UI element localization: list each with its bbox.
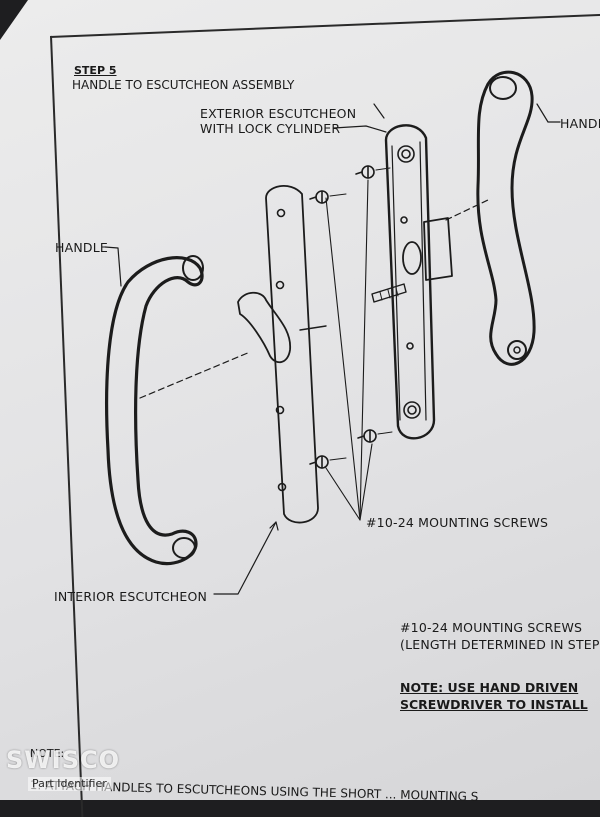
label-exterior-escutcheon: EXTERIOR ESCUTCHEON [200,106,357,121]
swisco-logo: SWISCO [6,746,120,774]
leader-handle-left [104,246,122,287]
screw-top-left-icon [309,190,329,204]
spec-line-2: (LENGTH DETERMINED IN STEP [400,637,600,652]
bottom-note-label: NOTE: [30,747,65,760]
interior-escutcheon [237,185,327,524]
note-line-1: NOTE: USE HAND DRIVEN [400,680,579,695]
label-with-lock-cylinder: WITH LOCK CYLINDER [200,121,341,136]
screw-bottom-right-icon [357,429,377,443]
label-handle-left: HANDLE [55,240,108,255]
note-line-2: SCREWDRIVER TO INSTALL [400,697,588,712]
screw-top-right-icon [355,165,375,179]
axis-line-right [445,199,489,221]
step-number: STEP 5 [74,64,117,77]
watermark: SWISCO Part Identifier [6,748,120,791]
leader-handle-right [536,103,561,123]
leader-mounting-screws [325,179,373,521]
label-handle-right: HANDL [560,116,600,131]
spec-line-1: #10-24 MOUNTING SCREWS [400,620,583,635]
watermark-subtitle: Part Identifier [28,777,111,791]
step-title: HANDLE TO ESCUTCHEON ASSEMBLY [72,78,295,92]
instruction-sheet [0,0,600,800]
screw-bottom-left-icon [309,455,329,469]
assembly-diagram [0,0,600,800]
label-interior-escutcheon: INTERIOR ESCUTCHEON [54,589,208,604]
leader-exterior-escutcheon [373,103,385,119]
label-mounting-screws: #10-24 MOUNTING SCREWS [366,515,549,530]
exterior-escutcheon [371,124,453,440]
left-handle [105,255,204,566]
leader-interior-escutcheon [213,521,277,595]
axis-line-left [139,351,251,399]
right-handle [476,70,536,366]
